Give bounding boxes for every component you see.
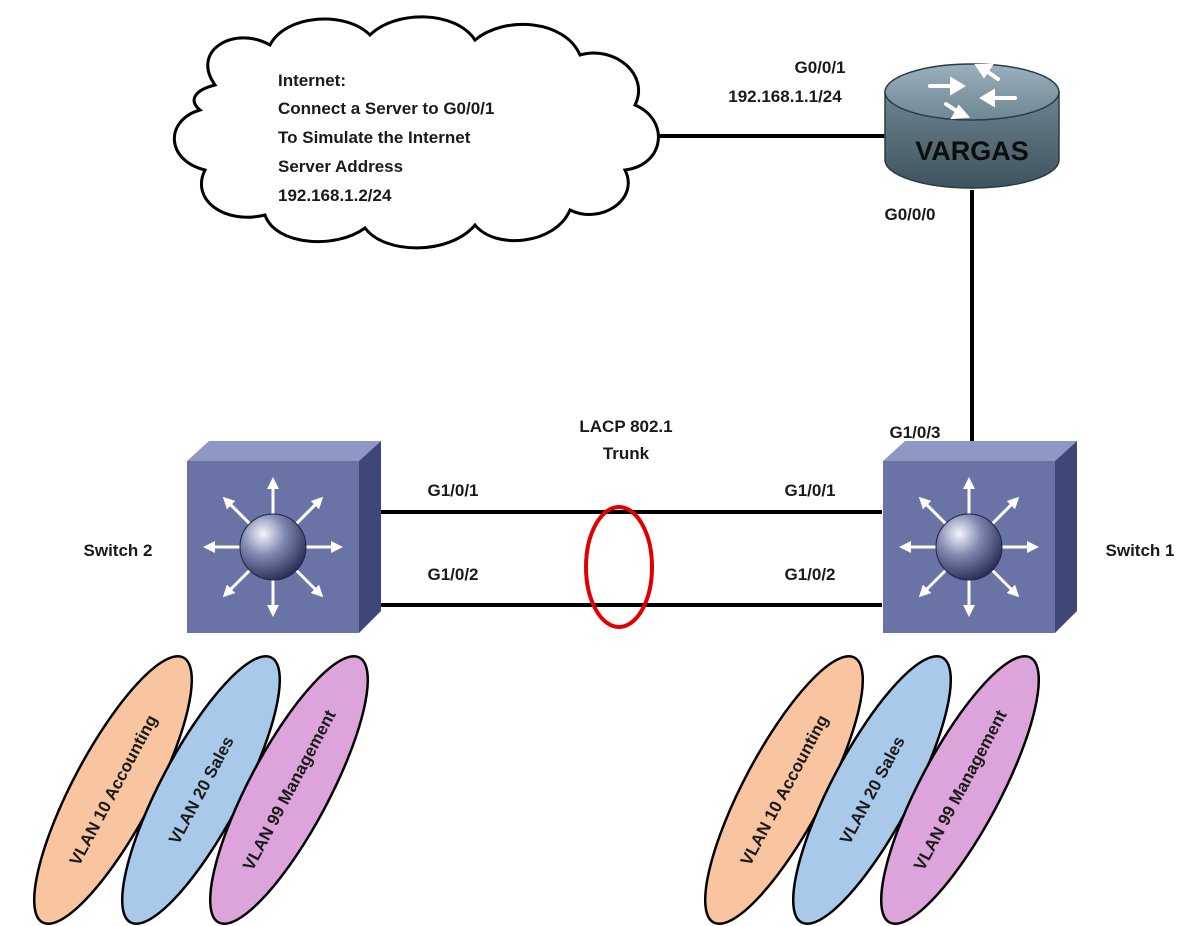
links bbox=[370, 134, 974, 607]
switch2-port-a: G1/0/1 bbox=[427, 481, 478, 500]
trunk-label-line-2: Trunk bbox=[603, 444, 650, 463]
switch1-name: Switch 1 bbox=[1106, 541, 1175, 560]
router-port-top: G0/0/1 bbox=[794, 58, 845, 77]
switch2-icon bbox=[187, 441, 381, 633]
switch1-uplink-port: G1/0/3 bbox=[889, 423, 940, 442]
internet-cloud: Internet: Connect a Server to G0/0/1 To … bbox=[172, 15, 660, 250]
switch1-icon bbox=[883, 441, 1077, 633]
router-vargas: VARGAS bbox=[884, 63, 1060, 189]
internet-line-5: 192.168.1.2/24 bbox=[278, 186, 392, 205]
internet-line-1: Internet: bbox=[278, 71, 346, 90]
switch1-port-b: G1/0/2 bbox=[784, 565, 835, 584]
switch1-port-a: G1/0/1 bbox=[784, 481, 835, 500]
internet-line-2: Connect a Server to G0/0/1 bbox=[278, 99, 494, 118]
router-port-top-ip: 192.168.1.1/24 bbox=[728, 87, 842, 106]
router-top bbox=[884, 63, 1060, 121]
switch2-vlan-2-oval bbox=[208, 654, 370, 926]
lacp-trunk-ring bbox=[584, 505, 654, 629]
switch2-port-b: G1/0/2 bbox=[427, 565, 478, 584]
cloud-shape bbox=[172, 15, 660, 250]
internet-line-3: To Simulate the Internet bbox=[278, 128, 471, 147]
switch1-vlan-2-oval bbox=[879, 654, 1041, 926]
router-name: VARGAS bbox=[915, 136, 1029, 166]
router-port-bottom: G0/0/0 bbox=[884, 205, 935, 224]
internet-line-4: Server Address bbox=[278, 157, 403, 176]
router-arrows-icon bbox=[928, 64, 1017, 120]
switch2-name: Switch 2 bbox=[84, 541, 153, 560]
trunk-label-line-1: LACP 802.1 bbox=[579, 417, 672, 436]
